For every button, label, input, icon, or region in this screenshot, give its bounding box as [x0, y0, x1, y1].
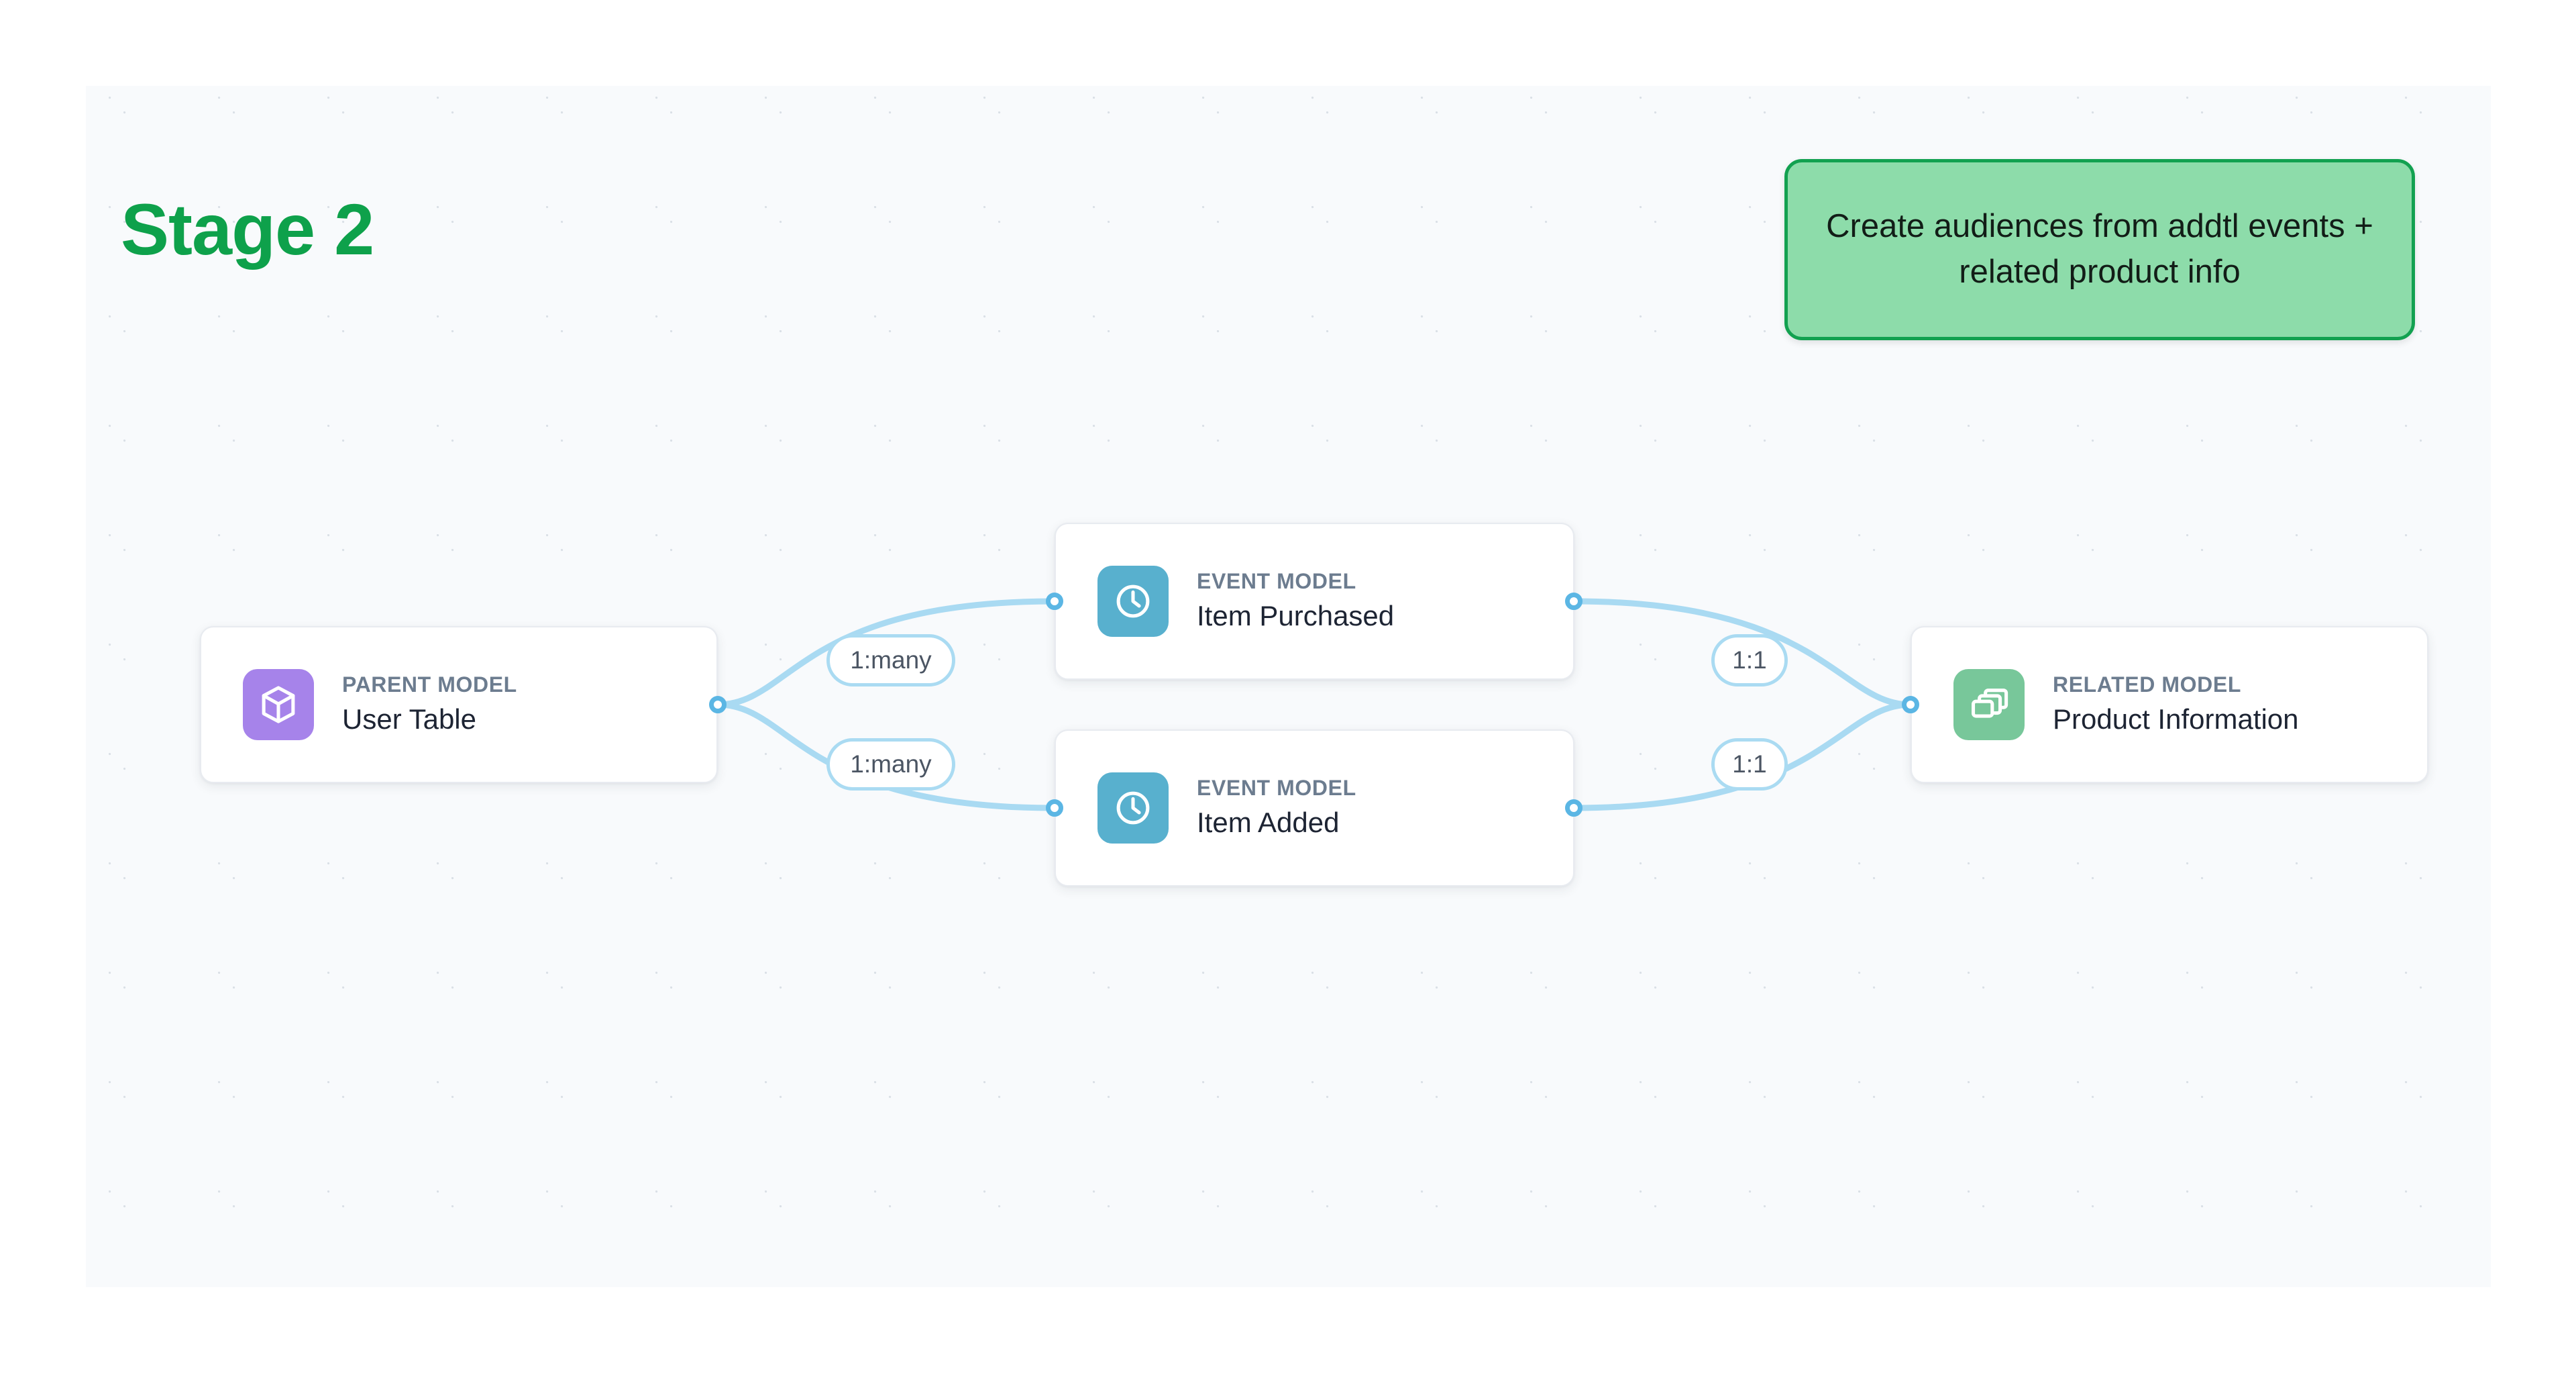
cube-icon	[243, 669, 314, 740]
relationship-pill-label: 1:1	[1732, 750, 1767, 778]
node-title: Item Added	[1197, 806, 1340, 838]
node-related-model-text: RELATED MODEL Product Information	[2053, 672, 2299, 737]
node-title: Product Information	[2053, 703, 2299, 735]
port-item-purchased-right[interactable]	[1565, 593, 1582, 610]
node-related-model[interactable]: RELATED MODEL Product Information	[1911, 626, 2428, 783]
relationship-pill-parent-to-item-added[interactable]: 1:many	[826, 738, 955, 791]
port-related-model-left[interactable]	[1902, 696, 1919, 713]
node-event-item-purchased[interactable]: EVENT MODEL Item Purchased	[1055, 523, 1574, 680]
relationship-pill-label: 1:many	[850, 646, 932, 674]
relationship-pill-parent-to-item-purchased[interactable]: 1:many	[826, 634, 955, 686]
node-parent-model-text: PARENT MODEL User Table	[342, 672, 517, 737]
node-parent-model[interactable]: PARENT MODEL User Table	[200, 626, 718, 783]
layers-icon	[1953, 669, 2025, 740]
port-item-added-right[interactable]	[1565, 799, 1582, 817]
clock-icon	[1097, 566, 1169, 637]
node-event-item-purchased-text: EVENT MODEL Item Purchased	[1197, 569, 1394, 633]
node-eyebrow: EVENT MODEL	[1197, 775, 1356, 800]
callout-note-text: Create audiences from addtl events + rel…	[1826, 208, 2373, 290]
node-eyebrow: PARENT MODEL	[342, 672, 517, 697]
node-eyebrow: EVENT MODEL	[1197, 568, 1356, 593]
port-parent-model-right[interactable]	[709, 696, 727, 713]
node-title: Item Purchased	[1197, 599, 1395, 631]
relationship-pill-item-purchased-to-related[interactable]: 1:1	[1711, 634, 1788, 686]
node-eyebrow: RELATED MODEL	[2053, 672, 2241, 697]
relationship-pill-label: 1:1	[1732, 646, 1767, 674]
relationship-pill-label: 1:many	[850, 750, 932, 778]
port-item-added-left[interactable]	[1046, 799, 1063, 817]
node-event-item-added[interactable]: EVENT MODEL Item Added	[1055, 729, 1574, 886]
relationship-pill-item-added-to-related[interactable]: 1:1	[1711, 738, 1788, 791]
page-title: Stage 2	[121, 189, 374, 270]
port-item-purchased-left[interactable]	[1046, 593, 1063, 610]
callout-note: Create audiences from addtl events + rel…	[1784, 159, 2415, 340]
node-title: User Table	[342, 703, 476, 735]
clock-icon	[1097, 772, 1169, 844]
node-event-item-added-text: EVENT MODEL Item Added	[1197, 776, 1356, 840]
